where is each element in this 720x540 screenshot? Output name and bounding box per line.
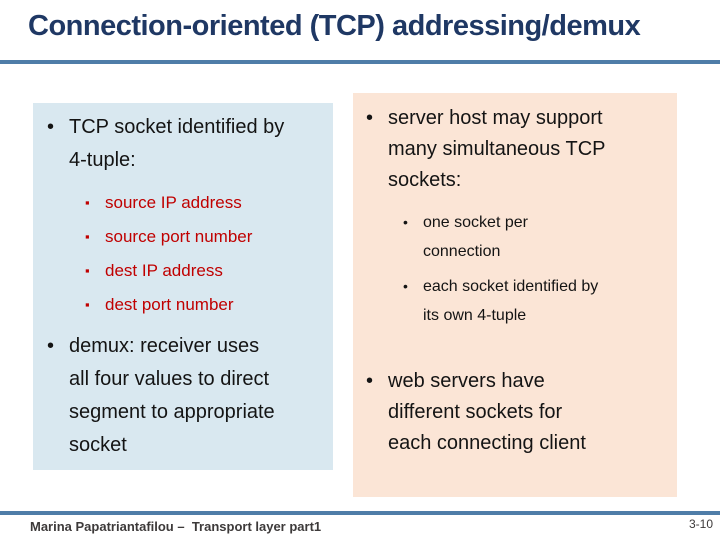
sub-bullet-text: source IP address [105, 193, 242, 212]
slide-title: Connection-oriented (TCP) addressing/dem… [28, 10, 641, 42]
sockets-sublist: • one socket per connection • each socke… [403, 208, 671, 330]
bullet-dot-icon: • [47, 116, 55, 138]
bullet-square-icon: ▪ [85, 263, 90, 278]
bullet-square-icon: ▪ [85, 229, 90, 244]
bullet-item-demux: • demux: receiver uses all four values t… [47, 330, 327, 462]
sub-bullet-one-socket: • one socket per connection [403, 208, 671, 266]
bullet-dot-icon: • [47, 335, 55, 357]
sub-bullet-text: source port number [105, 227, 253, 246]
bullet-text: web servers have different sockets for e… [388, 370, 586, 454]
sub-bullet-text: dest IP address [105, 261, 223, 280]
sub-bullet-source-ip: ▪ source IP address [85, 186, 327, 220]
sub-bullet-dest-port: ▪ dest port number [85, 288, 327, 322]
footer-divider [0, 511, 720, 515]
bullet-item-web-servers: • web servers have different sockets for… [366, 366, 671, 459]
bullet-dot-icon: • [403, 214, 408, 230]
bullet-text: demux: receiver uses all four values to … [69, 335, 275, 456]
server-sockets-panel: • server host may support many simultane… [353, 93, 677, 497]
sub-bullet-text: each socket identified by its own 4-tupl… [423, 278, 599, 324]
tuple-sublist: ▪ source IP address ▪ source port number… [85, 186, 327, 322]
bullet-item-tcp-socket: • TCP socket identified by 4-tuple: [47, 111, 327, 177]
bullet-dot-icon: • [403, 278, 408, 294]
tcp-socket-panel: • TCP socket identified by 4-tuple: ▪ so… [33, 103, 333, 470]
sub-bullet-each-socket: • each socket identified by its own 4-tu… [403, 272, 671, 330]
footer-credit: Marina Papatriantafilou – Transport laye… [30, 519, 322, 534]
bullet-text: server host may support many simultaneou… [388, 107, 606, 191]
title-divider [0, 60, 720, 64]
sub-bullet-source-port: ▪ source port number [85, 220, 327, 254]
page-number: 3-10 [688, 517, 713, 531]
sub-bullet-text: dest port number [105, 295, 234, 314]
bullet-square-icon: ▪ [85, 195, 90, 210]
bullet-dot-icon: • [366, 107, 374, 129]
sub-bullet-text: one socket per connection [423, 214, 528, 260]
bullet-text: TCP socket identified by 4-tuple: [69, 116, 285, 171]
bullet-square-icon: ▪ [85, 297, 90, 312]
bullet-item-server-host: • server host may support many simultane… [366, 103, 671, 196]
bullet-dot-icon: • [366, 370, 374, 392]
sub-bullet-dest-ip: ▪ dest IP address [85, 254, 327, 288]
